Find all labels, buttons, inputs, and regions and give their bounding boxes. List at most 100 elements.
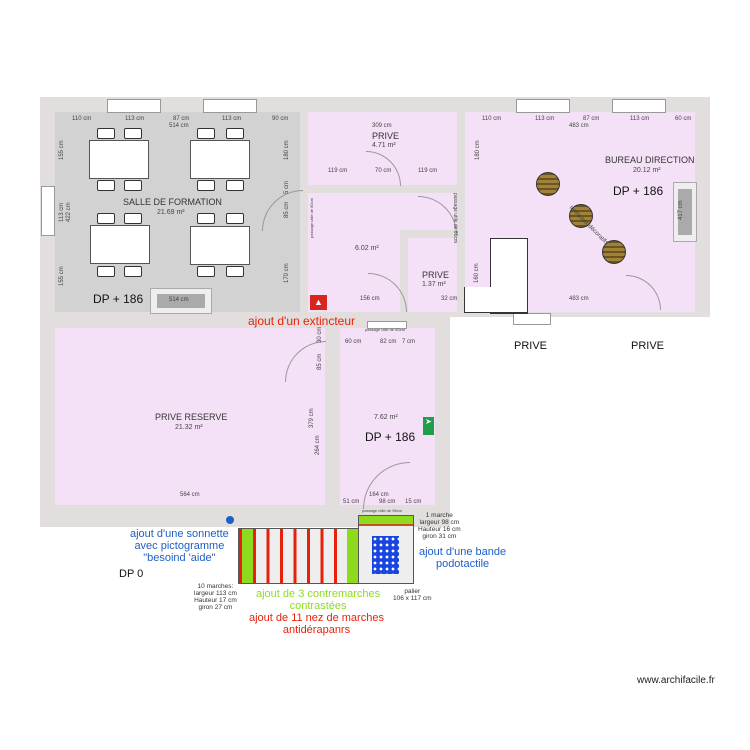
dim: 60 cm xyxy=(675,116,692,122)
room-area: 20.12 m² xyxy=(633,167,661,174)
annotation-extincteur: ajout d'un extincteur xyxy=(248,314,356,328)
outside-prive: PRIVE xyxy=(514,340,548,352)
doorbell-icon xyxy=(226,516,234,524)
room-name: PRIVE xyxy=(422,270,450,280)
barrel xyxy=(569,204,593,228)
room-area: 1.37 m² xyxy=(422,281,446,288)
annotation-line: ajout de 3 contremarches xyxy=(256,588,381,600)
chair xyxy=(197,180,215,191)
palier-line: 106 x 117 cm xyxy=(393,595,432,602)
dim: 60 cm xyxy=(345,339,362,345)
dim: 180 cm xyxy=(284,140,290,160)
chair xyxy=(124,128,142,139)
palier-line: palier xyxy=(404,588,421,595)
room-prive-small[interactable] xyxy=(408,238,457,312)
fireplace xyxy=(673,182,697,242)
dim: 87 cm xyxy=(583,116,600,122)
footer-watermark: www.archifacile.fr xyxy=(637,675,715,686)
chair xyxy=(97,266,115,277)
stairs-line: Hauteur 17 cm xyxy=(194,597,237,604)
dim: 5 cm xyxy=(284,180,290,194)
dim: 180 cm xyxy=(475,140,481,160)
passage-label: passage utile de 80cm xyxy=(452,193,458,244)
table xyxy=(90,225,150,264)
annotation-contremarches: ajout de 3 contremarches contrastées xyxy=(256,588,380,612)
window xyxy=(513,313,551,325)
dim: 514 cm xyxy=(169,297,189,303)
annotation-sonnette: ajout d'une sonnette avec pictogramme "b… xyxy=(130,528,229,564)
dim: 113 cm xyxy=(125,116,145,122)
chair xyxy=(197,213,215,224)
stairs-line: largeur 113 cm xyxy=(194,590,237,597)
palier-info: palier 106 x 117 cm xyxy=(393,588,432,602)
dim: 164 cm xyxy=(369,492,389,498)
tactile-strip xyxy=(372,536,399,574)
dim: 87 cm xyxy=(173,116,190,122)
room-prive-reserve[interactable] xyxy=(55,328,325,505)
annotation-line: ajout d'une bande xyxy=(419,546,507,558)
room-area: 21.32 m² xyxy=(175,424,203,431)
chair xyxy=(226,180,244,191)
level-label: DP + 186 xyxy=(613,184,664,198)
chair xyxy=(226,128,244,139)
table xyxy=(89,140,149,179)
dim: 119 cm xyxy=(328,168,348,174)
fire-extinguisher-icon: ▲ xyxy=(310,295,327,310)
stairs-line: giron 27 cm xyxy=(198,604,233,611)
step-line: Hauteur 16 cm xyxy=(418,526,461,533)
dim: 113 cm xyxy=(59,202,65,222)
level-label: DP + 186 xyxy=(93,292,144,306)
dim: 113 cm xyxy=(222,116,242,122)
dim: 564 cm xyxy=(180,492,200,498)
room-name: PRIVE xyxy=(372,131,400,141)
annotation-line: ajout d'une sonnette xyxy=(130,528,229,540)
dim: 417 cm xyxy=(678,200,684,220)
window xyxy=(41,186,55,236)
dim: 170 cm xyxy=(284,263,290,283)
passage-label: passage utile de 98cm xyxy=(362,508,403,513)
dim: 98 cm xyxy=(379,499,396,505)
room-corridor[interactable] xyxy=(340,328,435,505)
staircase xyxy=(238,528,360,584)
annotation-line: avec pictogramme xyxy=(134,540,225,552)
step-line: largeur 98 cm xyxy=(419,519,460,526)
landing xyxy=(358,515,414,584)
chair xyxy=(124,266,142,277)
dim: 160 cm xyxy=(474,263,480,283)
passage-label: passage utile de 80cm xyxy=(365,327,406,332)
window xyxy=(107,99,161,113)
chair xyxy=(197,266,215,277)
dim: 90 cm xyxy=(272,116,289,122)
barrel xyxy=(602,240,626,264)
room-area: 6.02 m² xyxy=(355,245,379,252)
chair xyxy=(97,128,115,139)
annotation-line: podotactile xyxy=(435,558,490,570)
chair xyxy=(97,180,115,191)
chair xyxy=(197,128,215,139)
annotation-nez: ajout de 11 nez de marches antidérapanrs xyxy=(249,612,384,636)
annotation-bande: ajout d'une bande podotactile xyxy=(419,546,506,570)
dim: 155 cm xyxy=(59,140,65,160)
outside-prive: PRIVE xyxy=(631,340,665,352)
dim: 110 cm xyxy=(482,116,502,122)
chair xyxy=(97,213,115,224)
dim: 85 cm xyxy=(284,201,290,218)
fireplace xyxy=(150,288,212,314)
dim: 15 cm xyxy=(405,499,422,505)
dim: 483 cm xyxy=(569,296,589,302)
dim: 514 cm xyxy=(169,123,189,129)
dim: 82 cm xyxy=(380,339,397,345)
dim: 85 cm xyxy=(317,353,323,370)
level-label: DP + 186 xyxy=(365,430,416,444)
dim: 119 cm xyxy=(418,168,438,174)
step-line: 1 marche xyxy=(425,512,453,519)
chair xyxy=(226,266,244,277)
dim: 155 cm xyxy=(59,266,65,286)
chair xyxy=(124,213,142,224)
step-line: giron 31 cm xyxy=(422,533,457,540)
dim: 32 cm xyxy=(441,296,458,302)
dim: 156 cm xyxy=(360,296,380,302)
table xyxy=(190,140,250,179)
passage xyxy=(367,321,407,329)
stairs-info: 10 marches: largeur 113 cm Hauteur 17 cm… xyxy=(194,583,237,611)
